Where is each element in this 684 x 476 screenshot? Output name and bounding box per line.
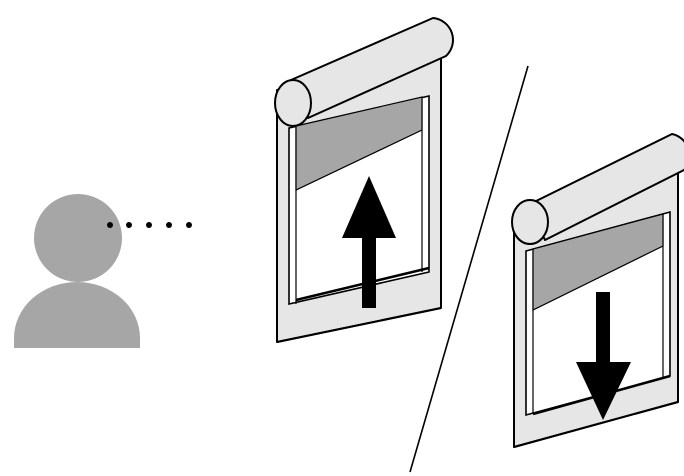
gaze-dot (186, 222, 192, 228)
person-head (34, 194, 122, 282)
gaze-dot (146, 222, 152, 228)
gaze-dot (126, 222, 132, 228)
roller-blind-right (512, 134, 684, 447)
person-body (14, 282, 140, 348)
gaze-dot (166, 222, 172, 228)
roller-cap (275, 80, 311, 126)
roller-blind-left (275, 18, 453, 342)
gaze-dot (107, 222, 113, 228)
person-silhouette-icon (14, 194, 140, 348)
roller-cap (512, 200, 548, 244)
